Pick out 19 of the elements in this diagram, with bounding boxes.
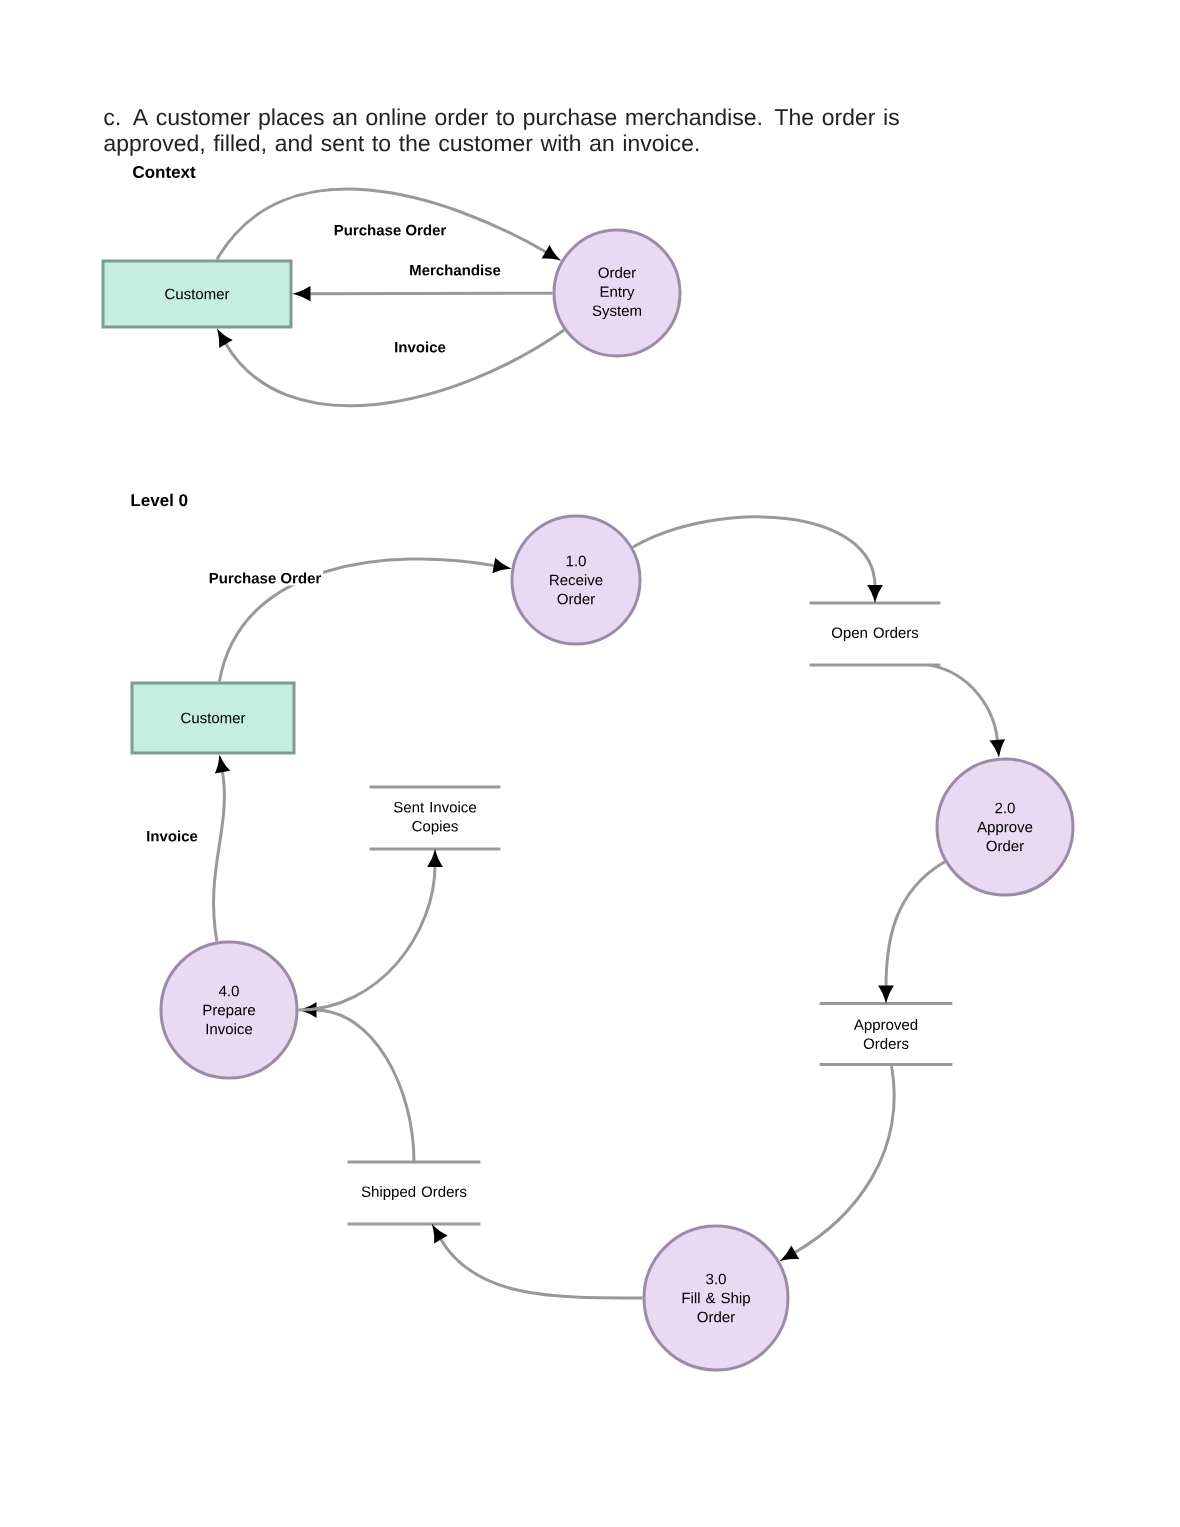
data-store: Open Orders [809, 601, 941, 667]
data-store: Sent Invoice Copies [369, 785, 501, 851]
section-label: Level 0 [131, 493, 188, 507]
edge-label: Purchase Order [334, 224, 447, 236]
arrow [782, 1064, 896, 1261]
question-text: c. A customer places an online order to purchase merchandise. The order is approved, filled, and sent to the customer with an invoice. [104, 108, 899, 156]
edge-label: Merchandise [410, 264, 501, 276]
section-label: Context [133, 166, 196, 178]
entity-box: Customer [101, 259, 293, 329]
arrow [433, 1226, 643, 1300]
arrow [215, 187, 559, 261]
data-store: Shipped Orders [347, 1160, 481, 1226]
edge-label: Invoice [395, 341, 446, 353]
data-store: Approved Orders [819, 1002, 953, 1066]
arrow [632, 515, 882, 600]
edge-label: Invoice [147, 830, 198, 842]
entity-box: Customer [130, 681, 296, 755]
arrow [298, 852, 442, 1012]
arrow [218, 328, 565, 408]
